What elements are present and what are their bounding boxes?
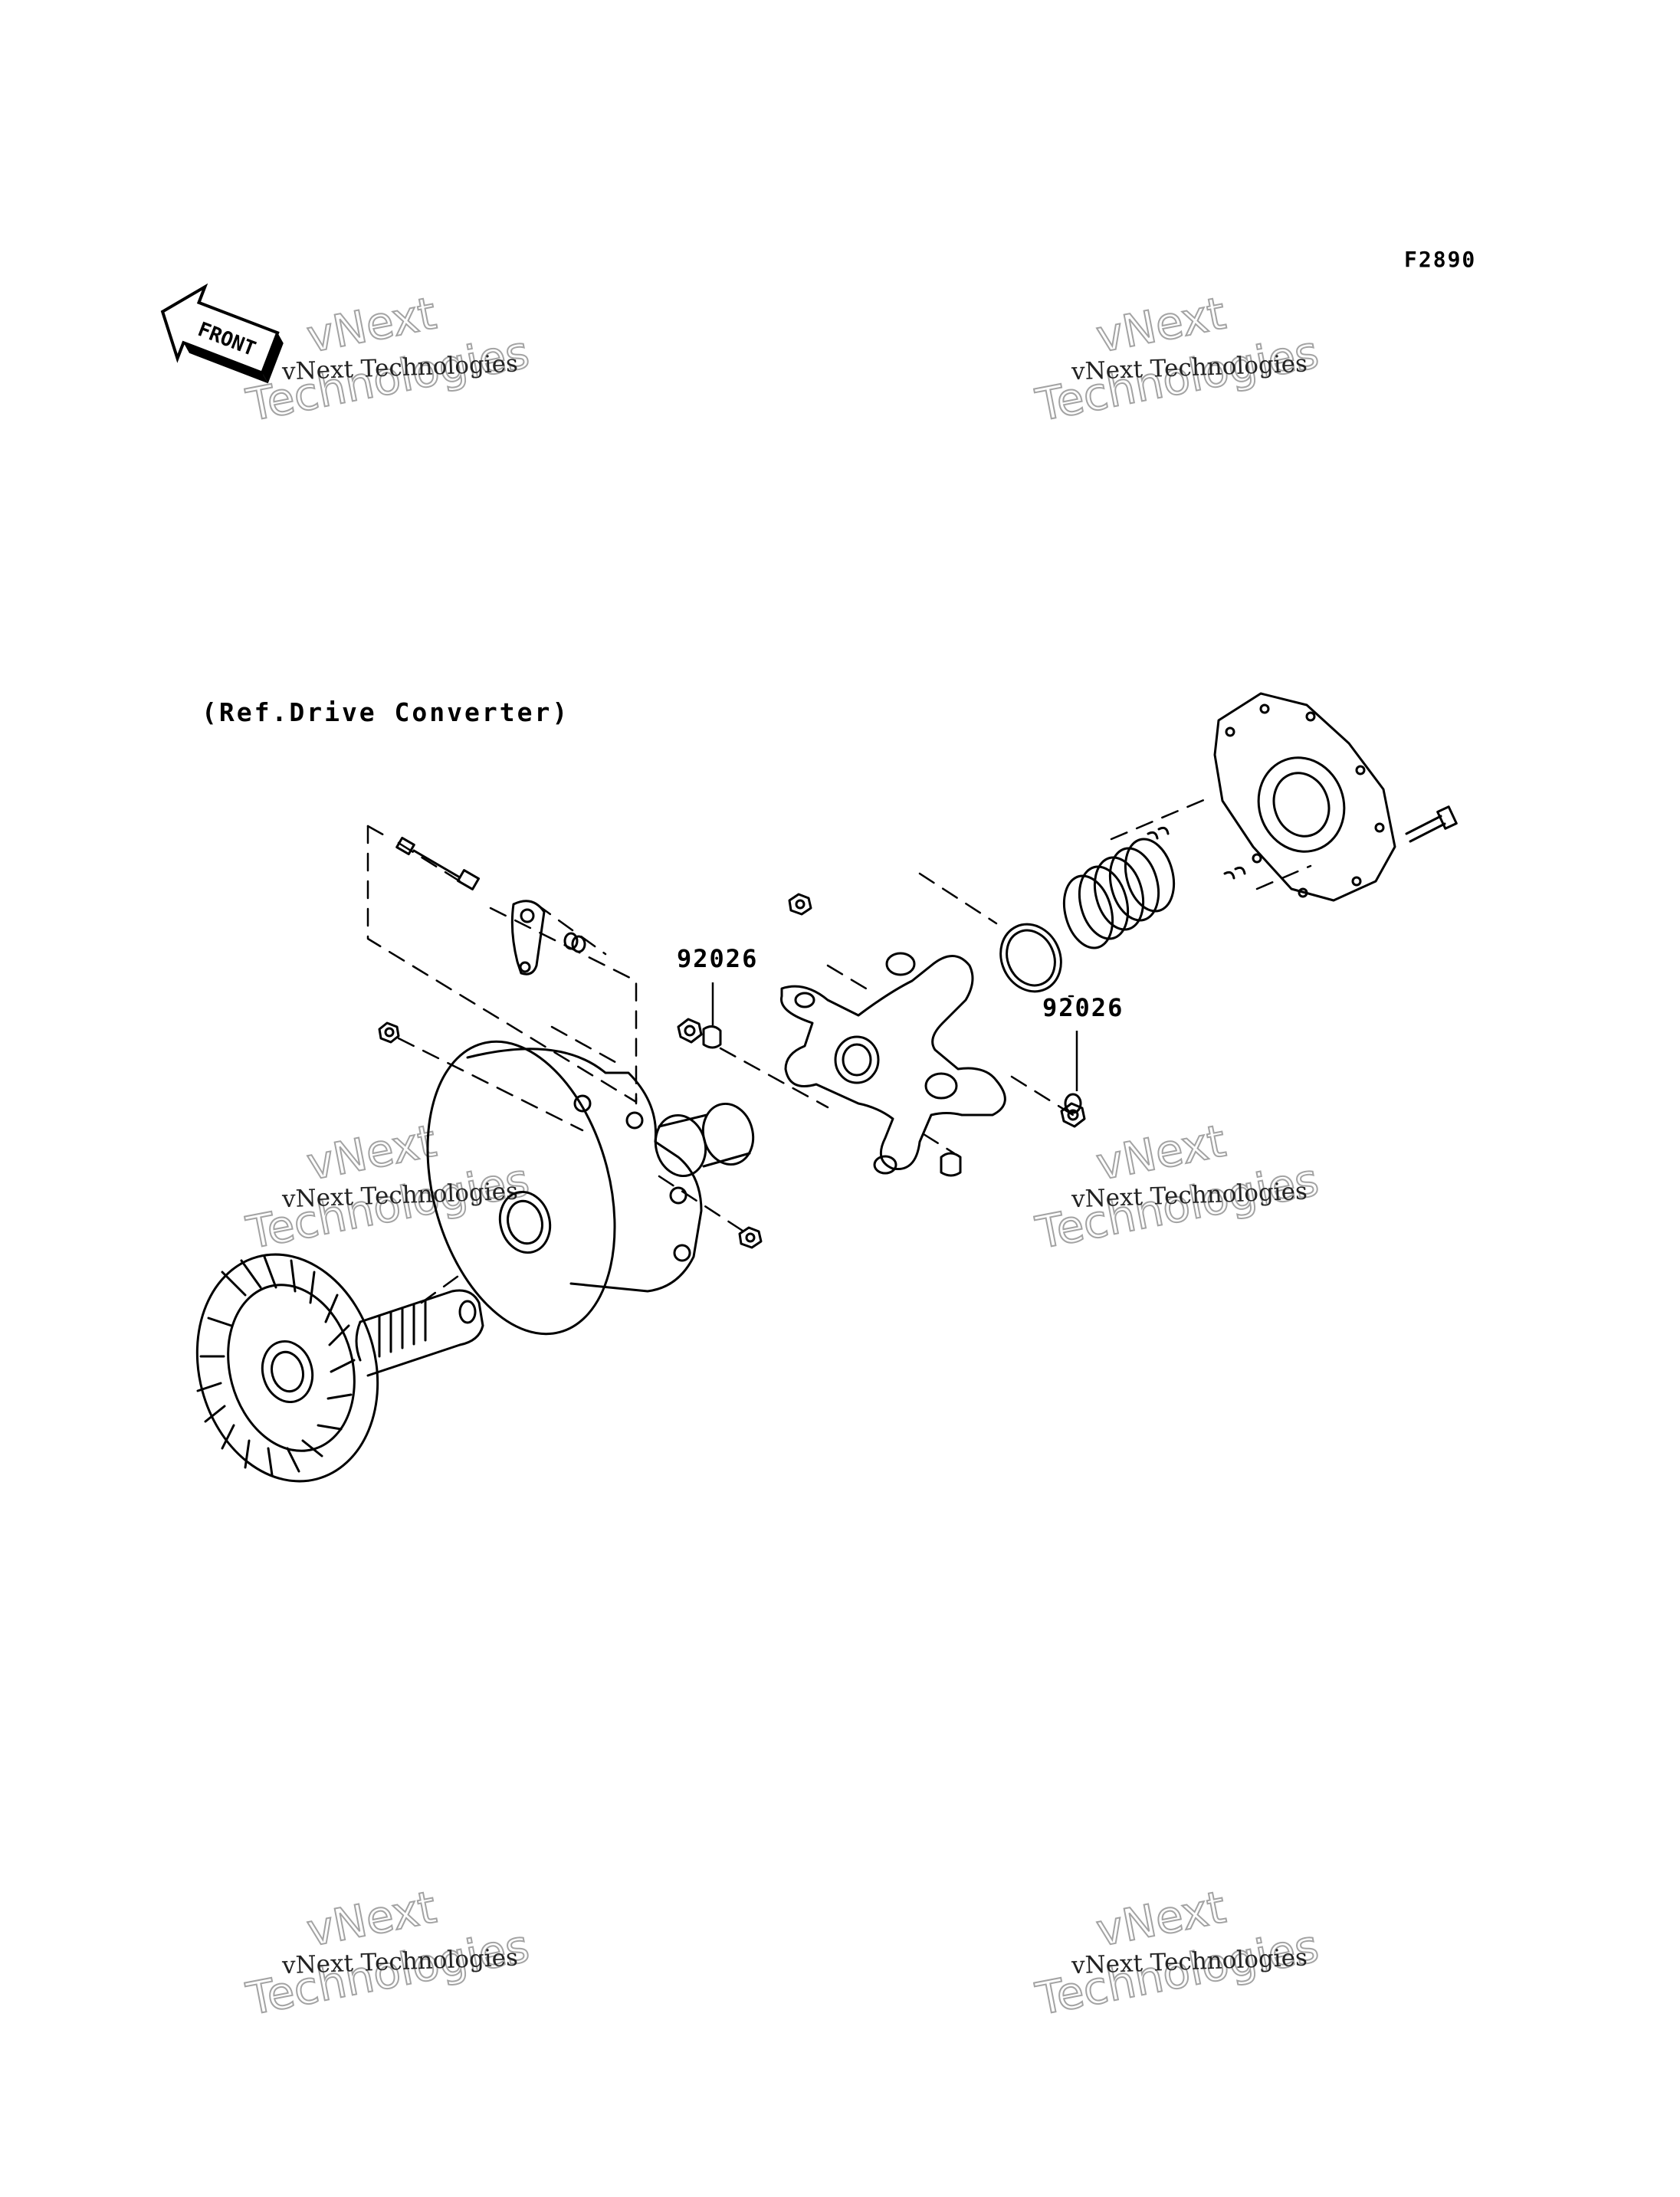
callout-part-92026-right: 92026 [1042, 993, 1124, 1022]
nut-part [677, 1018, 703, 1044]
section-title: (Ref.Drive Converter) [202, 697, 570, 727]
nut-part [1060, 1102, 1086, 1128]
spring-part [1062, 838, 1176, 949]
cover-plate-part [1213, 692, 1396, 902]
weight-arm-part [510, 900, 546, 976]
fixed-sheave-part [195, 1253, 484, 1483]
callout-part-92026-left: 92026 [677, 944, 759, 973]
bushing-part [654, 1102, 755, 1178]
snap-ring-part [999, 923, 1062, 993]
nut-part [738, 1226, 763, 1249]
nut-part [378, 1021, 400, 1044]
cap-part-lower [940, 1152, 962, 1177]
nut-part [788, 893, 812, 916]
figure-code: F2890 [1404, 247, 1477, 272]
cap-part-92026-left [702, 1025, 722, 1049]
bolt-part [1405, 805, 1458, 843]
dashed-bracket [366, 795, 1312, 1304]
movable-sheave-part [426, 1040, 703, 1336]
cap-part-92026-right [1064, 1093, 1082, 1114]
bushing-small-part [563, 932, 586, 953]
spider-part [780, 952, 1006, 1175]
bushing-small-part [1147, 827, 1246, 880]
pin-part [395, 836, 481, 890]
